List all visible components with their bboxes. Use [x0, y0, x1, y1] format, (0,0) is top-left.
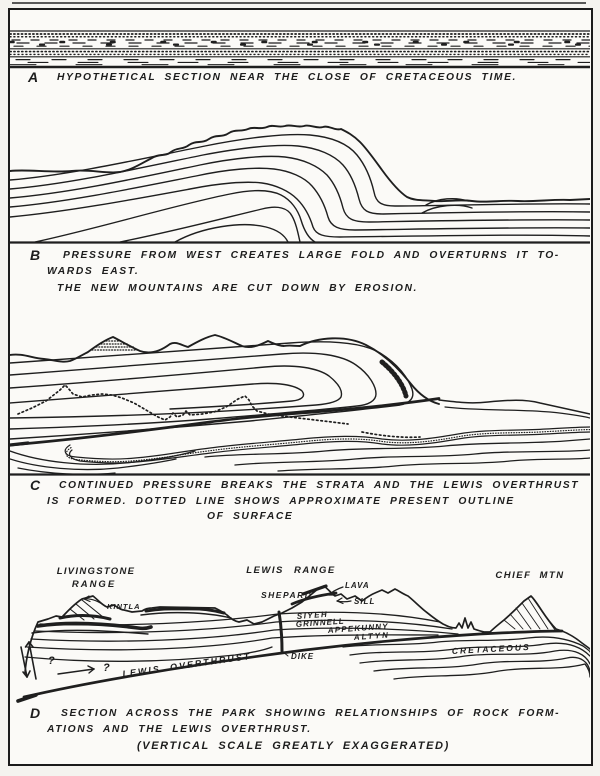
caption-d-line1: SECTION ACROSS THE PARK SHOWING RELATION…	[61, 708, 561, 719]
label-shepard: SHEPARD	[261, 590, 312, 600]
hanging-wall-strata-lines	[10, 341, 414, 440]
mesa-dark-cap	[140, 606, 232, 619]
caption-c-line3: OF SURFACE	[207, 511, 294, 522]
footwall-wavy-lines	[204, 438, 590, 472]
thrust-fault-line	[16, 629, 590, 703]
stippled-peak	[91, 340, 139, 351]
caption-a-line1: HYPOTHETICAL SECTION NEAR THE CLOSE OF C…	[57, 72, 518, 83]
mountain-surface-line	[10, 334, 440, 405]
panel-d-illustration: LIVINGSTONE RANGE LEWIS RANGE CHIEF MTN …	[16, 565, 590, 703]
panel-letter-a: A	[28, 69, 39, 85]
lewis-lava-sill-bands	[290, 584, 338, 606]
present-surface-dotted-line	[17, 384, 421, 439]
nose-stippled-band	[379, 359, 409, 399]
panel-c-illustration	[10, 334, 590, 476]
fold-surface-line	[10, 124, 590, 203]
label-livingstone-range-line1: LIVINGSTONE	[57, 566, 136, 577]
label-livingstone-range-line2: RANGE	[72, 579, 116, 590]
flat-strata-band	[10, 30, 590, 69]
figure-frame: A HYPOTHETICAL SECTION NEAR THE CLOSE OF…	[8, 8, 593, 766]
label-kintla: KINTLA	[107, 602, 141, 611]
stippled-layer-band	[64, 426, 590, 464]
fold-strata-lines	[10, 133, 590, 243]
panel-letter-d: D	[30, 705, 41, 721]
range-outline	[24, 585, 563, 674]
caption-b-line3: THE NEW MOUNTAINS ARE CUT DOWN BY EROSIO…	[57, 283, 419, 294]
label-lava: LAVA	[345, 581, 370, 590]
label-lewis-overthrust: LEWIS OVERTHRUST	[122, 651, 252, 679]
caption-d-line3: (VERTICAL SCALE GREATLY EXAGGERATED)	[137, 740, 450, 752]
caption-d-line2: ATIONS AND THE LEWIS OVERTHRUST.	[47, 724, 312, 735]
dike-line	[277, 610, 289, 657]
panel-b-illustration	[10, 124, 590, 244]
thrust-fault-line	[10, 397, 441, 447]
thrust-motion-arrow	[57, 665, 95, 675]
footwall-surface-line	[438, 399, 590, 415]
caption-c-line2: IS FORMED. DOTTED LINE SHOWS APPROXIMATE…	[47, 496, 515, 507]
label-sill: SILL	[354, 597, 375, 606]
caption-b-line2: WARDS EAST.	[47, 266, 140, 277]
kintla-arrow	[83, 595, 106, 607]
caption-b-line1: PRESSURE FROM WEST CREATES LARGE FOLD AN…	[63, 250, 560, 261]
question-mark-left: ?	[48, 655, 55, 667]
sill-arrow	[336, 597, 352, 605]
panel-letter-c: C	[30, 477, 41, 493]
footwall-subsurface-line	[444, 406, 590, 419]
label-cretaceous: CRETACEOUS	[452, 642, 531, 656]
caption-c-line1: CONTINUED PRESSURE BREAKS THE STRATA AND…	[59, 480, 580, 491]
page-edge-line	[12, 2, 586, 4]
left-edge-fault-arrows	[20, 641, 37, 680]
cretaceous-wavy-lines	[342, 636, 590, 680]
label-grinnell: GRINNELL	[296, 617, 345, 629]
lava-arrow	[328, 586, 344, 596]
panel-letter-b: B	[30, 247, 41, 263]
formation-layer-lines	[24, 611, 459, 662]
label-lewis-range: LEWIS RANGE	[246, 565, 336, 576]
label-dike: DIKE	[291, 652, 314, 661]
label-chief-mtn: CHIEF MTN	[495, 570, 564, 581]
chief-mtn-hatching	[503, 597, 556, 631]
question-mark-right: ?	[103, 662, 110, 674]
label-siyeh: SIYEH	[297, 610, 329, 621]
label-altyn: ALTYN	[353, 631, 391, 643]
label-appekunny: APPEKUNNY	[327, 622, 390, 635]
panel-a-illustration	[10, 30, 590, 69]
